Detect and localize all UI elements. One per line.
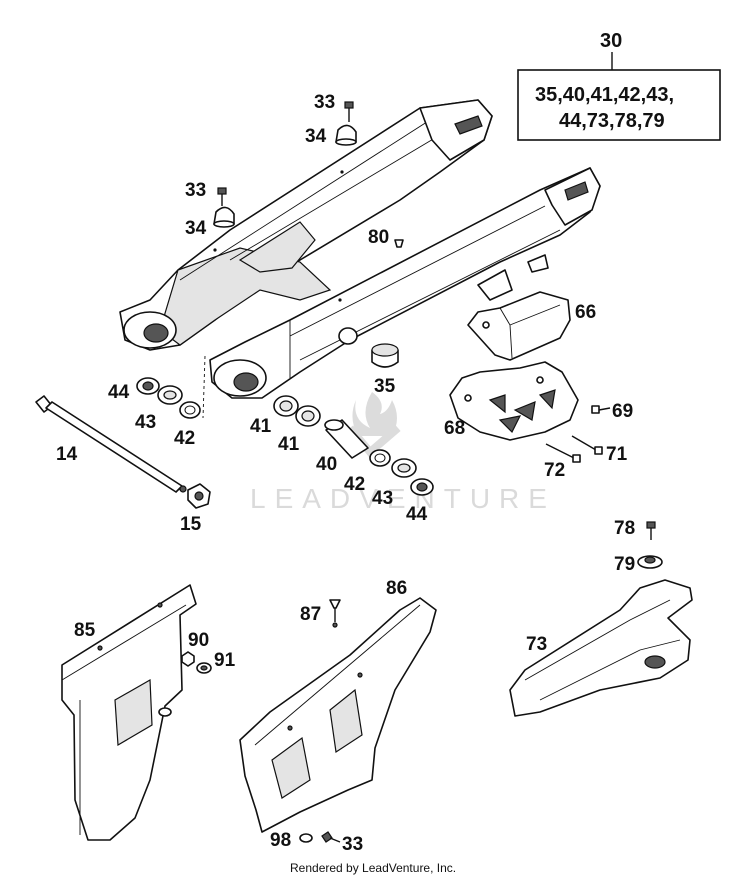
callout-35: 35 — [374, 376, 396, 397]
callout-34-middle: 34 — [185, 218, 207, 239]
bolt-71 — [571, 435, 603, 455]
callout-44-left: 44 — [108, 382, 130, 403]
clamp-34-upper — [335, 124, 357, 146]
callout-41-b: 41 — [278, 434, 300, 455]
pivot-bore-left — [143, 323, 169, 343]
callout-43-left: 43 — [135, 412, 156, 433]
chain-guard-86 — [239, 597, 437, 833]
callout-69: 69 — [612, 401, 633, 422]
callout-85: 85 — [74, 620, 96, 641]
callout-66: 66 — [575, 302, 596, 323]
bolt-69 — [591, 405, 611, 414]
callout-72: 72 — [544, 460, 565, 481]
callout-79: 79 — [614, 554, 635, 575]
callout-33-middle: 33 — [185, 180, 206, 201]
kit-contents-frame — [517, 69, 721, 141]
washer-91 — [196, 662, 212, 674]
bolt-78 — [646, 521, 656, 540]
callout-78: 78 — [614, 518, 635, 539]
swingarm-lower-arm — [209, 167, 601, 399]
watermark-text: LEADVENTURE — [250, 483, 556, 514]
chain-guide-66 — [467, 291, 571, 361]
kit-contents-line2: 44,73,78,79 — [559, 110, 665, 132]
callout-86: 86 — [386, 578, 407, 599]
washer-79 — [637, 555, 663, 569]
plug-80 — [394, 239, 404, 248]
bolt-33-upper — [344, 101, 354, 122]
callout-68: 68 — [444, 418, 465, 439]
swingarm-axle-14 — [35, 395, 187, 493]
callout-73: 73 — [526, 634, 547, 655]
bearing-43-left — [157, 385, 183, 405]
pivot-bore-right — [233, 372, 259, 392]
callout-41-a: 41 — [250, 416, 272, 437]
footer-credit: Rendered by LeadVenture, Inc. — [290, 861, 456, 875]
callout-14: 14 — [56, 444, 78, 465]
callout-87: 87 — [300, 604, 321, 625]
swingarm-cross-brace — [238, 221, 316, 273]
chain-slider-73 — [509, 579, 693, 717]
callout-91: 91 — [214, 650, 236, 671]
bolt-33-middle — [217, 187, 227, 206]
callout-44-right: 44 — [406, 504, 428, 525]
clamp-34-middle — [213, 206, 235, 228]
washer-42-left — [179, 401, 201, 419]
callout-42-right: 42 — [344, 474, 365, 495]
nut-15 — [187, 483, 211, 509]
chain-guard-68 — [449, 361, 579, 441]
upper-axle-slot — [454, 115, 483, 135]
callout-90: 90 — [188, 630, 209, 651]
bolt-87 — [329, 599, 341, 628]
seal-44-right — [410, 478, 434, 496]
nut-90 — [181, 651, 195, 667]
callout-42-left: 42 — [174, 428, 195, 449]
callout-34-top: 34 — [305, 126, 327, 147]
bearing-41-b — [295, 405, 321, 427]
bushing-40 — [324, 419, 369, 459]
callout-98: 98 — [270, 830, 291, 851]
bolt-72 — [545, 443, 581, 463]
seal-44-left — [136, 377, 160, 395]
kit-contents-line1: 35,40,41,42,43, — [535, 84, 674, 106]
callout-33-top: 33 — [314, 92, 335, 113]
callout-43-right: 43 — [372, 488, 393, 509]
callout-71: 71 — [606, 444, 628, 465]
watermark-flame-icon — [352, 392, 397, 436]
callout-40: 40 — [316, 454, 337, 475]
swingarm-plug-hole — [338, 327, 358, 345]
callout-33-bottom: 33 — [342, 834, 363, 855]
swingarm-upper-axle-end — [419, 99, 493, 161]
bearing-43-right — [391, 458, 417, 478]
bolt-33-bottom — [321, 831, 341, 843]
kit-30-box: 30 35,40,41,42,43, 44,73,78,79 — [517, 30, 721, 141]
lower-axle-slot — [564, 181, 589, 201]
mud-flap-85 — [61, 584, 197, 841]
bearing-41-a — [273, 395, 299, 417]
washer-42-right — [369, 449, 391, 467]
chain-guide-mount-tab — [477, 269, 513, 301]
kit-number: 30 — [600, 30, 622, 52]
washer-98 — [299, 833, 313, 843]
callout-80: 80 — [368, 227, 389, 248]
plug-35 — [371, 343, 399, 368]
chain-guide-mount-tab-2 — [527, 254, 549, 273]
swingarm-assembly — [119, 99, 601, 399]
callout-15: 15 — [180, 514, 202, 535]
